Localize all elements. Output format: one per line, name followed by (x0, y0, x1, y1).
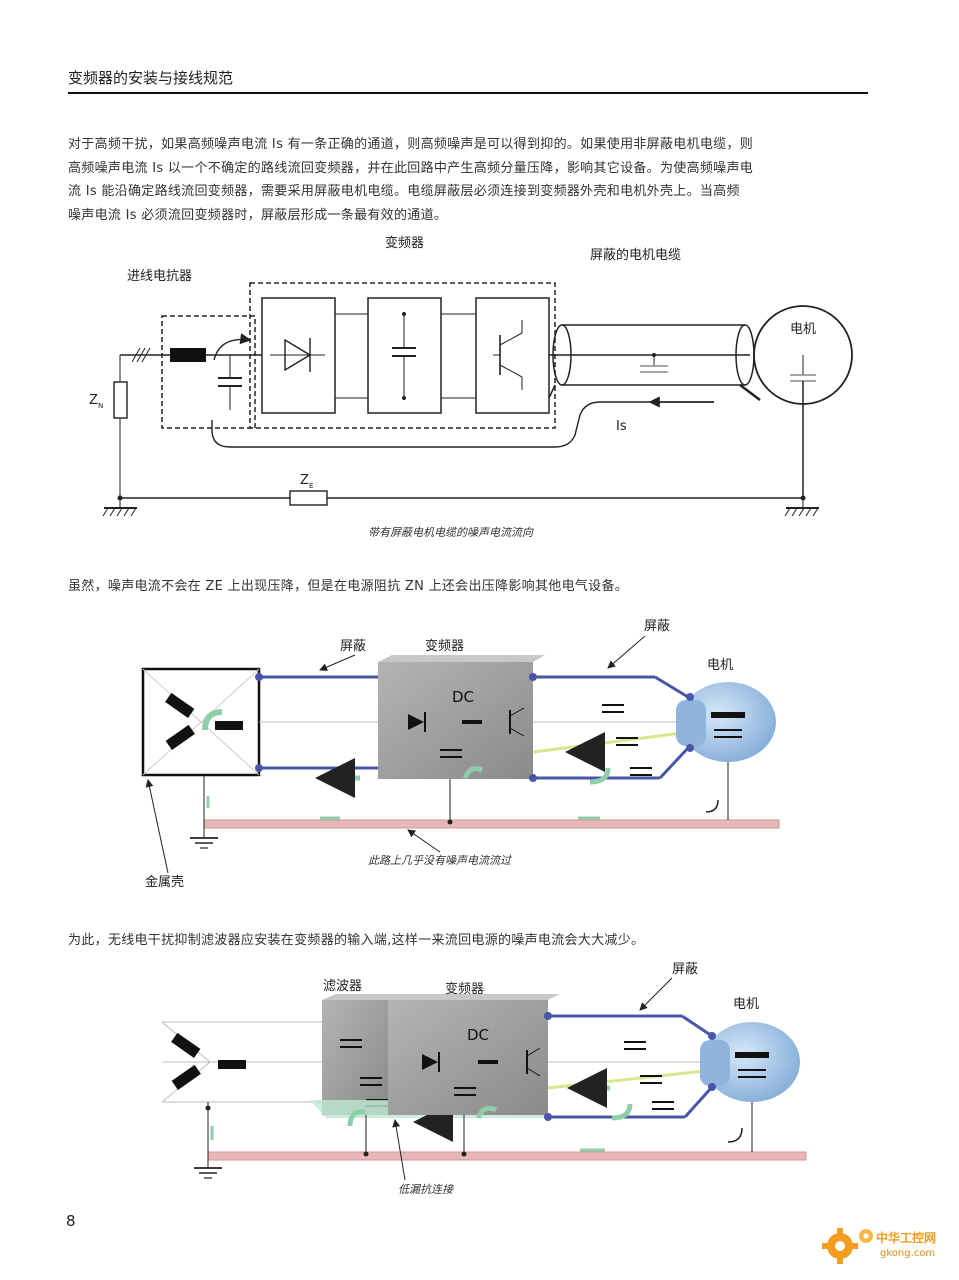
paragraph-2: 虽然，噪声电流不会在 ZE 上出现压降，但是在电源阻抗 ZN 上还会出压降影响其… (68, 575, 868, 599)
fig2-label-shield-right: 屏蔽 (644, 619, 670, 634)
fig1-reactor-enclosure (161, 315, 256, 429)
fig3-label-shield: 屏蔽 (672, 962, 698, 977)
figure-3-diagram: 滤波器 变频器 屏蔽 电机 (161, 962, 807, 1196)
fig1-label-motor: 电机 (790, 322, 816, 337)
fig2-label-metal-case: 金属壳 (145, 874, 184, 890)
fig1-label-ze-sub: E (309, 482, 313, 490)
figure-1-schematic: 变频器 屏蔽的电机电缆 进线电抗器 (89, 235, 853, 539)
site-logo: 中华工控网 gkong.com (822, 1228, 936, 1264)
fig2-label-dc: DC (452, 688, 474, 706)
header-rule (68, 92, 868, 94)
gear-icon (822, 1228, 873, 1264)
fig3-label-motor: 电机 (733, 997, 759, 1012)
paragraph-3: 为此，无线电干扰抑制滤波器应安装在变频器的输入端,这样一来流回电源的噪声电流会大… (68, 929, 868, 953)
fig1-dc-link-block (367, 297, 442, 414)
paragraph-1-line-4: 噪声电流 Is 必须流回变频器时，屏蔽层形成一条最有效的通道。 (68, 207, 448, 223)
fig2-label-motor: 电机 (707, 658, 733, 673)
fig1-label-inverter: 变频器 (385, 235, 424, 251)
fig3-ground-bar (207, 1151, 807, 1161)
fig1-ze-impedance (289, 490, 328, 506)
fig1-zn-impedance (113, 381, 128, 419)
fig1-label-zn: Z (89, 393, 98, 408)
fig3-filter-box (322, 1000, 388, 1115)
paragraph-3-text: 为此，无线电干扰抑制滤波器应安装在变频器的输入端,这样一来流回电源的噪声电流会大… (68, 933, 645, 948)
fig1-ground-right-icon (784, 498, 819, 517)
fig1-label-reactor: 进线电抗器 (127, 269, 192, 284)
fig2-label-inverter: 变频器 (425, 638, 464, 654)
logo-text: 中华工控网 (876, 1230, 936, 1245)
fig1-ground-left-icon (102, 498, 137, 517)
header-title: 变频器的安装与接线规范 (68, 69, 234, 87)
fig3-label-inverter: 变频器 (445, 981, 484, 997)
page-number: 8 (66, 1212, 76, 1230)
fig1-inverter-block (475, 297, 550, 414)
paragraph-2-text: 虽然，噪声电流不会在 ZE 上出现压降，但是在电源阻抗 ZN 上还会出压降影响其… (68, 579, 629, 594)
paragraph-1-line-3: 流 Is 能沿确定路线流回变频器，需要采用屏蔽电机电缆。电缆屏蔽层必须连接到变频… (68, 184, 740, 199)
fig2-ground-bar (203, 819, 780, 829)
logo-url-text: gkong.com (880, 1248, 935, 1259)
fig1-caption: 带有屏蔽电机电缆的噪声电流流向 (368, 526, 534, 539)
fig2-caption: 此路上几乎没有噪声电流流过 (368, 854, 513, 867)
fig1-reactor-coil (170, 348, 206, 362)
fig3-caption: 低漏抗连接 (398, 1183, 455, 1196)
fig3-inverter-box (388, 1000, 548, 1115)
paragraph-1-line-1: 对于高频干扰，如果高频噪声电流 Is 有一条正确的通道，则高频噪声是可以得到抑的… (68, 137, 754, 152)
fig3-label-dc: DC (467, 1026, 489, 1044)
fig2-inverter-box (378, 662, 533, 779)
paragraph-1: 对于高频干扰，如果高频噪声电流 Is 有一条正确的通道，则高频噪声是可以得到抑的… (68, 133, 868, 227)
fig1-label-shielded-cable: 屏蔽的电机电缆 (590, 247, 681, 263)
fig1-label-ze: Z (300, 473, 309, 488)
fig1-label-is: Is (616, 419, 627, 434)
figure-2-diagram: 屏蔽 变频器 屏蔽 电机 DC (141, 619, 780, 890)
fig3-label-filter: 滤波器 (323, 979, 362, 994)
fig1-label-zn-sub: N (98, 402, 103, 410)
paragraph-1-line-2: 高频噪声电流 Is 以一个不确定的路线流回变频器，并在此回路中产生高频分量压降，… (68, 160, 754, 176)
fig2-label-shield-left: 屏蔽 (340, 639, 366, 654)
